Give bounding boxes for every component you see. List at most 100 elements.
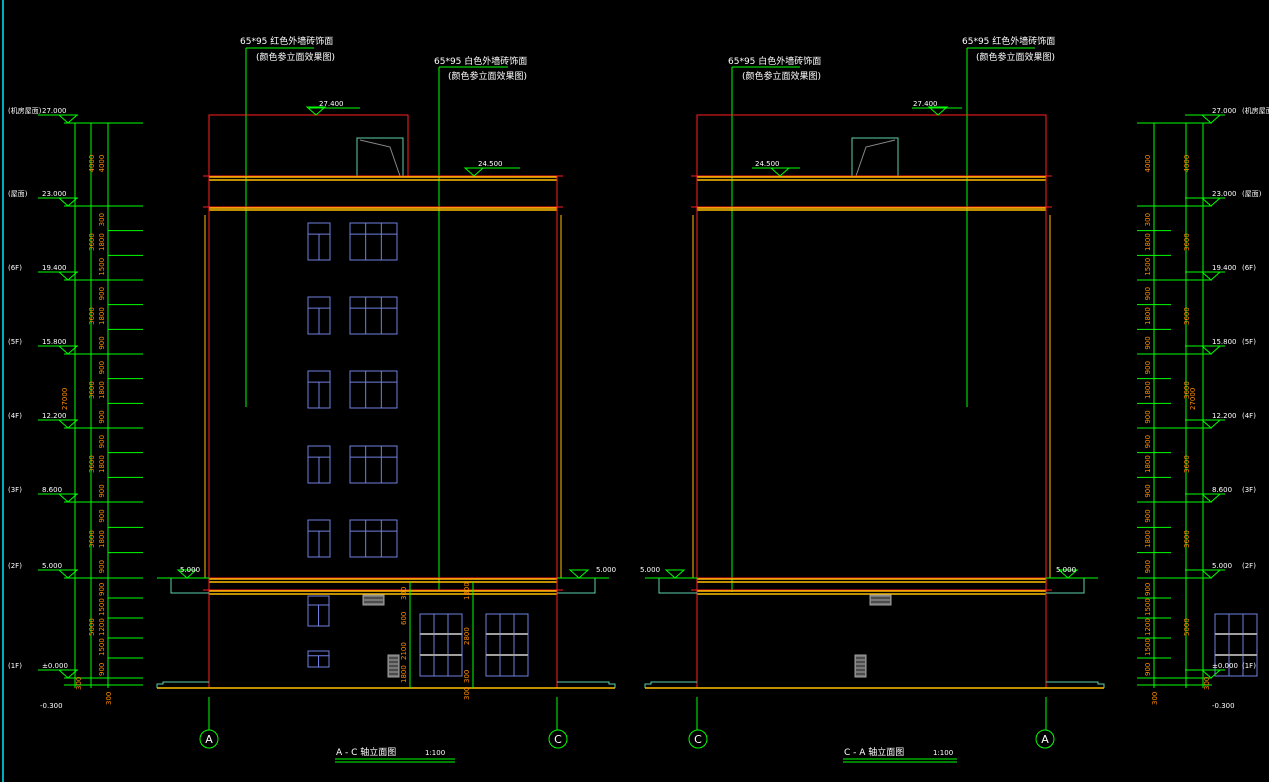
- left-side-mark-1: 5.000: [180, 566, 200, 574]
- left-dimension-column-sub-dimension: 900: [98, 336, 106, 349]
- left-dimension-column-level-marker: [57, 493, 79, 503]
- right-dimension-column-sub-dimension: 1200: [1144, 618, 1152, 636]
- left-elevation-storefront-window-1: [419, 613, 463, 677]
- left-elevation-side-level-marker: [176, 569, 198, 579]
- left-dimension-column-ground-level-value: -0.300: [40, 702, 63, 710]
- right-dimension-column-sub-dimension: 900: [1144, 410, 1152, 423]
- right-dimension-column-floor-dimension: 3600: [1183, 530, 1191, 548]
- left-dimension-column-level-marker: [57, 345, 79, 355]
- left-dimension-column-level-value: 8.600: [42, 486, 62, 494]
- left-dimension-column-sub-dimension: 1500: [98, 598, 106, 616]
- right-dimension-column-floor-dimension: 5000: [1183, 618, 1191, 636]
- right-dimension-column-level-value: 15.800: [1212, 338, 1237, 346]
- left-dimension-column-floor-dimension: 3600: [88, 381, 96, 399]
- left-dimension-column-total-dimension: 27000: [61, 388, 69, 410]
- left-elevation-canopy-left: [170, 578, 209, 594]
- left-elevation-large-window-0: [349, 222, 398, 261]
- left-dimension-column-sub-dimension: 900: [98, 410, 106, 423]
- left-elevation-storefront-window-2: [485, 613, 529, 677]
- left-dimension-column-level-name: (5F): [8, 338, 22, 346]
- right-elevation-stair-roof-line: [855, 139, 896, 177]
- note-right-red-tile-2: (颜色参立面效果图): [976, 51, 1055, 63]
- right-dimension-column-level-name: (1F): [1242, 662, 1256, 670]
- left-parapet-elevation-mark: 24.500: [478, 160, 503, 168]
- note-right-white-tile-1: 65*95 白色外墙砖饰面: [728, 55, 821, 67]
- right-dimension-column-level-marker: [1200, 493, 1222, 503]
- right-dimension-column-base-dimension: 300: [1151, 692, 1159, 705]
- left-dimension-column-sub-dimension: 1800: [98, 530, 106, 548]
- left-elevation-step-left: [156, 681, 209, 688]
- left-dimension-column-sub-dimension: 1500: [98, 638, 106, 656]
- right-dimension-column-ground-level-value: -0.300: [1212, 702, 1235, 710]
- left-dimension-column-sub-dimension: 900: [98, 560, 106, 573]
- left-elevation-scale: 1:100: [425, 749, 445, 757]
- right-dimension-column-sub-dimension: 900: [1144, 287, 1152, 300]
- axis-bubble-left-end: C: [548, 729, 568, 749]
- right-dimension-column-sub-dimension: 300: [1144, 213, 1152, 226]
- axis-bubble-left-start: A: [199, 729, 219, 749]
- left-dimension-column-sub-dimension: 4000: [98, 155, 106, 173]
- lower-dimension-text: 1800: [400, 665, 408, 683]
- lower-dimension-text: 300: [463, 670, 471, 683]
- left-elevation-machine-room-outline: [208, 114, 409, 177]
- right-dimension-column-level-value: 27.000: [1212, 107, 1237, 115]
- left-dimension-column-level-marker: [57, 114, 79, 124]
- left-elevation-step-right: [557, 681, 616, 688]
- left-dimension-column-level-value: 19.400: [42, 264, 67, 272]
- right-dimension-column-sub-dimension: 1800: [1144, 455, 1152, 473]
- right-dimension-column-level-name: (6F): [1242, 264, 1256, 272]
- left-elevation-large-window-2: [349, 370, 398, 409]
- left-dimension-column-level-name: (4F): [8, 412, 22, 420]
- left-dimension-column-level-name: (屋面): [8, 190, 28, 198]
- right-dimension-column-level-marker: [1200, 419, 1222, 429]
- right-dimension-column-level-marker: [1200, 114, 1222, 124]
- right-dimension-column-floor-dimension: 3600: [1183, 381, 1191, 399]
- left-elevation-title: A - C 轴立面图: [336, 746, 396, 758]
- lower-dimension-text: 300: [400, 587, 408, 600]
- right-dimension-column-level-name: (2F): [1242, 562, 1256, 570]
- right-dimension-column-sub-dimension: 900: [1144, 663, 1152, 676]
- note-right-red-tile-1: 65*95 红色外墙砖饰面: [962, 35, 1055, 47]
- left-dimension-column-level-value: 5.000: [42, 562, 62, 570]
- left-dimension-column-base-dimension: 300: [75, 677, 83, 690]
- left-dimension-column-sub-dimension: 900: [98, 361, 106, 374]
- right-dimension-column-level-name: (屋面): [1242, 190, 1262, 198]
- right-dimension-column-sub-dimension: 900: [1144, 560, 1152, 573]
- left-dimension-column-sub-dimension: 900: [98, 287, 106, 300]
- lower-dimension-text: 1800: [463, 582, 471, 600]
- left-dimension-column-floor-dimension: 3600: [88, 530, 96, 548]
- right-dimension-column-sub-dimension: 1500: [1144, 638, 1152, 656]
- right-dimension-column-level-name: (4F): [1242, 412, 1256, 420]
- left-dimension-column-level-name: (3F): [8, 486, 22, 494]
- right-dimension-column-floor-dimension: 3600: [1183, 233, 1191, 251]
- left-dimension-column-sub-dimension: 900: [98, 663, 106, 676]
- right-elevation-step-left: [644, 681, 697, 688]
- right-elevation-canopy-left: [658, 578, 697, 594]
- left-elevation-ac-louver-1: [362, 594, 385, 606]
- note-left-red-tile-2: (颜色参立面效果图): [256, 51, 335, 63]
- left-dimension-column-sub-dimension: 1500: [98, 258, 106, 276]
- left-elevation-large-window-4: [349, 519, 398, 558]
- svg-text:C: C: [554, 733, 562, 746]
- right-dimension-column-sub-dimension: 900: [1144, 484, 1152, 497]
- right-dimension-column-sub-dimension: 1500: [1144, 598, 1152, 616]
- left-side-mark-2: 5.000: [596, 566, 616, 574]
- lower-dimension-text: 300: [463, 687, 471, 700]
- right-parapet-elevation-mark: 24.500: [755, 160, 780, 168]
- right-roof-elevation-mark: 27.400: [913, 100, 938, 108]
- left-elevation-stair-roof-line: [359, 139, 401, 177]
- right-elevation-title: C - A 轴立面图: [844, 746, 904, 758]
- right-dimension-column-level-value: 19.400: [1212, 264, 1237, 272]
- left-roof-elevation-mark: 27.400: [319, 100, 344, 108]
- left-dimension-column-level-marker: [57, 197, 79, 207]
- svg-text:A: A: [205, 733, 213, 746]
- left-dimension-column-sub-dimension: 1800: [98, 455, 106, 473]
- left-dimension-column-level-name: (1F): [8, 662, 22, 670]
- lower-dimension-text: 2100: [400, 642, 408, 660]
- left-dimension-column-sub-dimension: 1800: [98, 233, 106, 251]
- right-dimension-column-level-value: ±0.000: [1212, 662, 1238, 670]
- left-dimension-column-level-value: 23.000: [42, 190, 67, 198]
- right-elevation-side-level-marker: [1057, 569, 1079, 579]
- left-dimension-column-floor-dimension: 4000: [88, 155, 96, 173]
